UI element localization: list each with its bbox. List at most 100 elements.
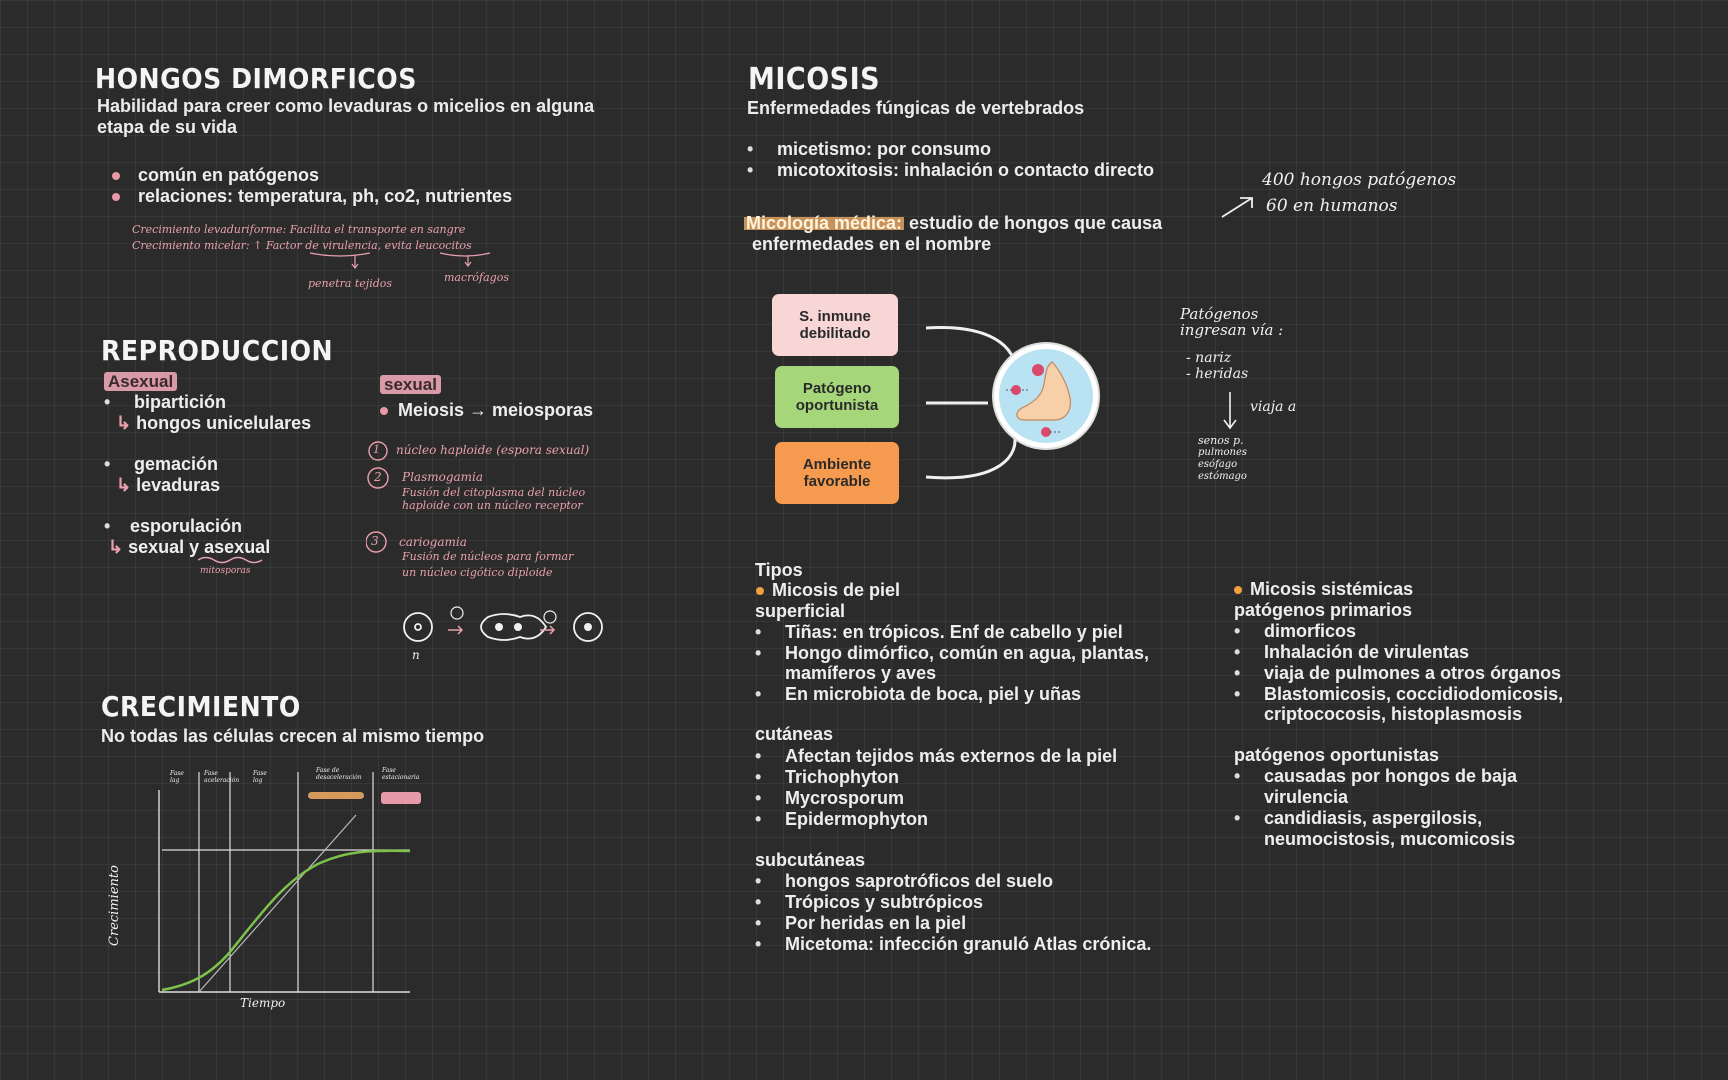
asexual-item-3b: ↳ sexual y asexual (108, 537, 271, 557)
factor-box-environment: Ambiente favorable (775, 442, 899, 504)
step-number-3: 3 (371, 534, 379, 548)
sexual-note-3a: cariogamia (399, 535, 467, 549)
crecimiento-desc: No todas las células crecen al mismo tie… (101, 726, 485, 746)
cutaneas-item-1: •Afectan tejidos más externos de la piel (755, 746, 1118, 766)
tipos-title: Tipos (755, 560, 803, 580)
step-number-circles (366, 441, 389, 553)
oportunistas-item-2b: neumocistosis, mucomicosis (1264, 829, 1516, 849)
hongos-note-1: Crecimiento levaduriforme: Facilita el t… (132, 223, 466, 236)
asexual-item-2: •gemación (104, 454, 219, 474)
micosis-piel: Micosis de piel (756, 580, 900, 601)
micosis-hand-1: 400 hongos patógenos (1262, 170, 1457, 190)
hongos-desc-1: Habilidad para creer como levaduras o mi… (97, 96, 595, 116)
micosis-bullet-1: •micetismo: por consumo (747, 139, 992, 159)
hongos-desc-2: etapa de su vida (97, 117, 238, 137)
oportunistas-item-1: •causadas por hongos de baja (1234, 766, 1518, 786)
oportunistas-title: patógenos oportunistas (1234, 745, 1440, 765)
micologia-line-2: enfermedades en el nombre (752, 234, 992, 254)
hongos-note-arrows (309, 252, 491, 269)
phase-label-1: Fase lag (170, 770, 184, 784)
sexual-note-2b: Fusión del citoplasma del núcleo (402, 486, 586, 499)
sexual-note-2c: haploide con un núcleo receptor (402, 499, 583, 512)
hongos-note-2: Crecimiento micelar: ↑ Factor de virulen… (132, 239, 472, 252)
bullet-dot (112, 172, 120, 181)
subcutaneas-item-2: •Trópicos y subtrópicos (755, 892, 984, 912)
hongos-note-4: macrófagos (444, 271, 509, 284)
infected-foot-icon (992, 342, 1100, 450)
senos-3: esófago (1198, 459, 1238, 470)
superficial-title: superficial (755, 601, 846, 621)
superficial-item-2b: mamíferos y aves (785, 663, 937, 683)
primarios-item-3: •viaja de pulmones a otros órganos (1234, 663, 1562, 683)
sexual-note-1: núcleo haploide (espora sexual) (396, 443, 590, 457)
primarios-item-1: •dimorficos (1234, 621, 1357, 641)
micosis-hand-2: 60 en humanos (1266, 196, 1398, 216)
oportunistas-item-2: •candidiasis, aspergilosis, (1234, 808, 1483, 828)
step-number-1: 1 (373, 443, 380, 456)
hongos-title: HONGOS DIMORFICOS (95, 62, 417, 95)
primarios-item-4b: criptococosis, histoplasmosis (1264, 704, 1523, 724)
arrow-icon (1221, 197, 1253, 218)
sexual-note-3c: un núcleo cigótico diploide (402, 566, 553, 579)
via-nariz: - nariz (1186, 350, 1232, 366)
via-heridas: - heridas (1186, 366, 1249, 382)
primarios-item-2: •Inhalación de virulentas (1234, 642, 1470, 662)
down-arrow-icon (1223, 392, 1237, 430)
micologia-line-1: Micología médica: estudio de hongos que … (744, 213, 1163, 233)
hongos-bullet-2: relaciones: temperatura, ph, co2, nutrie… (112, 186, 512, 207)
superficial-item-1: •Tiñas: en trópicos. Enf de cabello y pi… (755, 622, 1123, 642)
superficial-item-3: •En microbiota de boca, piel y uñas (755, 684, 1082, 704)
asexual-badge: Asexual (104, 372, 178, 392)
sexual-item-1: Meiosis → meiosporas (380, 400, 593, 421)
sexual-note-2a: Plasmogamia (402, 470, 484, 484)
subcutaneas-item-4: •Micetoma: infección granuló Atlas cróni… (755, 934, 1152, 954)
bullet-dot (380, 407, 388, 416)
senos-2: pulmones (1198, 447, 1248, 458)
micosis-bullet-2: •micotoxitosis: inhalación o contacto di… (747, 160, 1155, 180)
micologia-highlight: Micología médica: (744, 213, 905, 233)
micosis-desc: Enfermedades fúngicas de vertebrados (747, 98, 1085, 118)
micosis-sistemicas: Micosis sistémicas (1234, 579, 1413, 600)
asexual-item-2b: ↳ levaduras (116, 475, 221, 495)
subcutaneas-item-1: •hongos saprotróficos del suelo (755, 871, 1054, 891)
hongos-note-3: penetra tejidos (308, 277, 393, 290)
factor-box-immune: S. inmune debilitado (772, 294, 898, 356)
phase-label-4: Fase de desaceleración (316, 767, 362, 781)
growth-y-label: Crecimiento (106, 865, 122, 946)
growth-curve-chart (158, 772, 421, 993)
asexual-item-3: •esporulación (104, 516, 243, 536)
asexual-item-1: •bipartición (104, 392, 227, 412)
superficial-item-2: •Hongo dimórfico, común en agua, plantas… (755, 643, 1150, 663)
reproduccion-title: REPRODUCCION (101, 334, 334, 367)
oportunistas-item-1b: virulencia (1264, 787, 1349, 807)
factor-box-pathogen: Patógeno oportunista (775, 366, 899, 428)
viaja-a: viaja a (1250, 399, 1297, 415)
asexual-item-3c: mitosporas (200, 566, 251, 576)
primarios-title: patógenos primarios (1234, 600, 1413, 620)
primarios-item-4: •Blastomicosis, coccidiodomicosis, (1234, 684, 1564, 704)
subcutaneas-title: subcutáneas (755, 850, 866, 870)
growth-x-label: Tiempo (240, 996, 286, 1010)
ingresan-2: ingresan vía : (1180, 321, 1284, 339)
phase-label-5: Fase estacionaria (382, 767, 420, 781)
cutaneas-title: cutáneas (755, 724, 834, 744)
senos-4: estómago (1198, 471, 1247, 482)
micosis-title: MICOSIS (748, 62, 881, 97)
hongos-bullet-1: común en patógenos (112, 165, 319, 186)
ingresan-1: Patógenos (1180, 305, 1259, 323)
nucleus-label: n (412, 648, 420, 662)
asexual-item-1b: ↳ hongos unicelulares (116, 413, 312, 433)
subcutaneas-item-3: •Por heridas en la piel (755, 913, 967, 933)
phase-label-3: Fase log (253, 770, 267, 784)
cutaneas-item-2: •Trichophyton (755, 767, 899, 787)
sexual-note-3b: Fusión de núcleos para formar (402, 550, 574, 563)
sexual-badge: sexual (380, 375, 441, 395)
bullet-dot (112, 193, 120, 202)
phase-label-2: Fase aceleración (204, 770, 240, 784)
crecimiento-title: CRECIMIENTO (101, 690, 301, 723)
bullet-dot (1234, 586, 1242, 595)
bullet-dot (756, 587, 764, 596)
asexual-underline (197, 556, 263, 564)
senos-1: senos p. (1198, 434, 1244, 447)
nucleus-fusion-diagram (403, 606, 603, 642)
